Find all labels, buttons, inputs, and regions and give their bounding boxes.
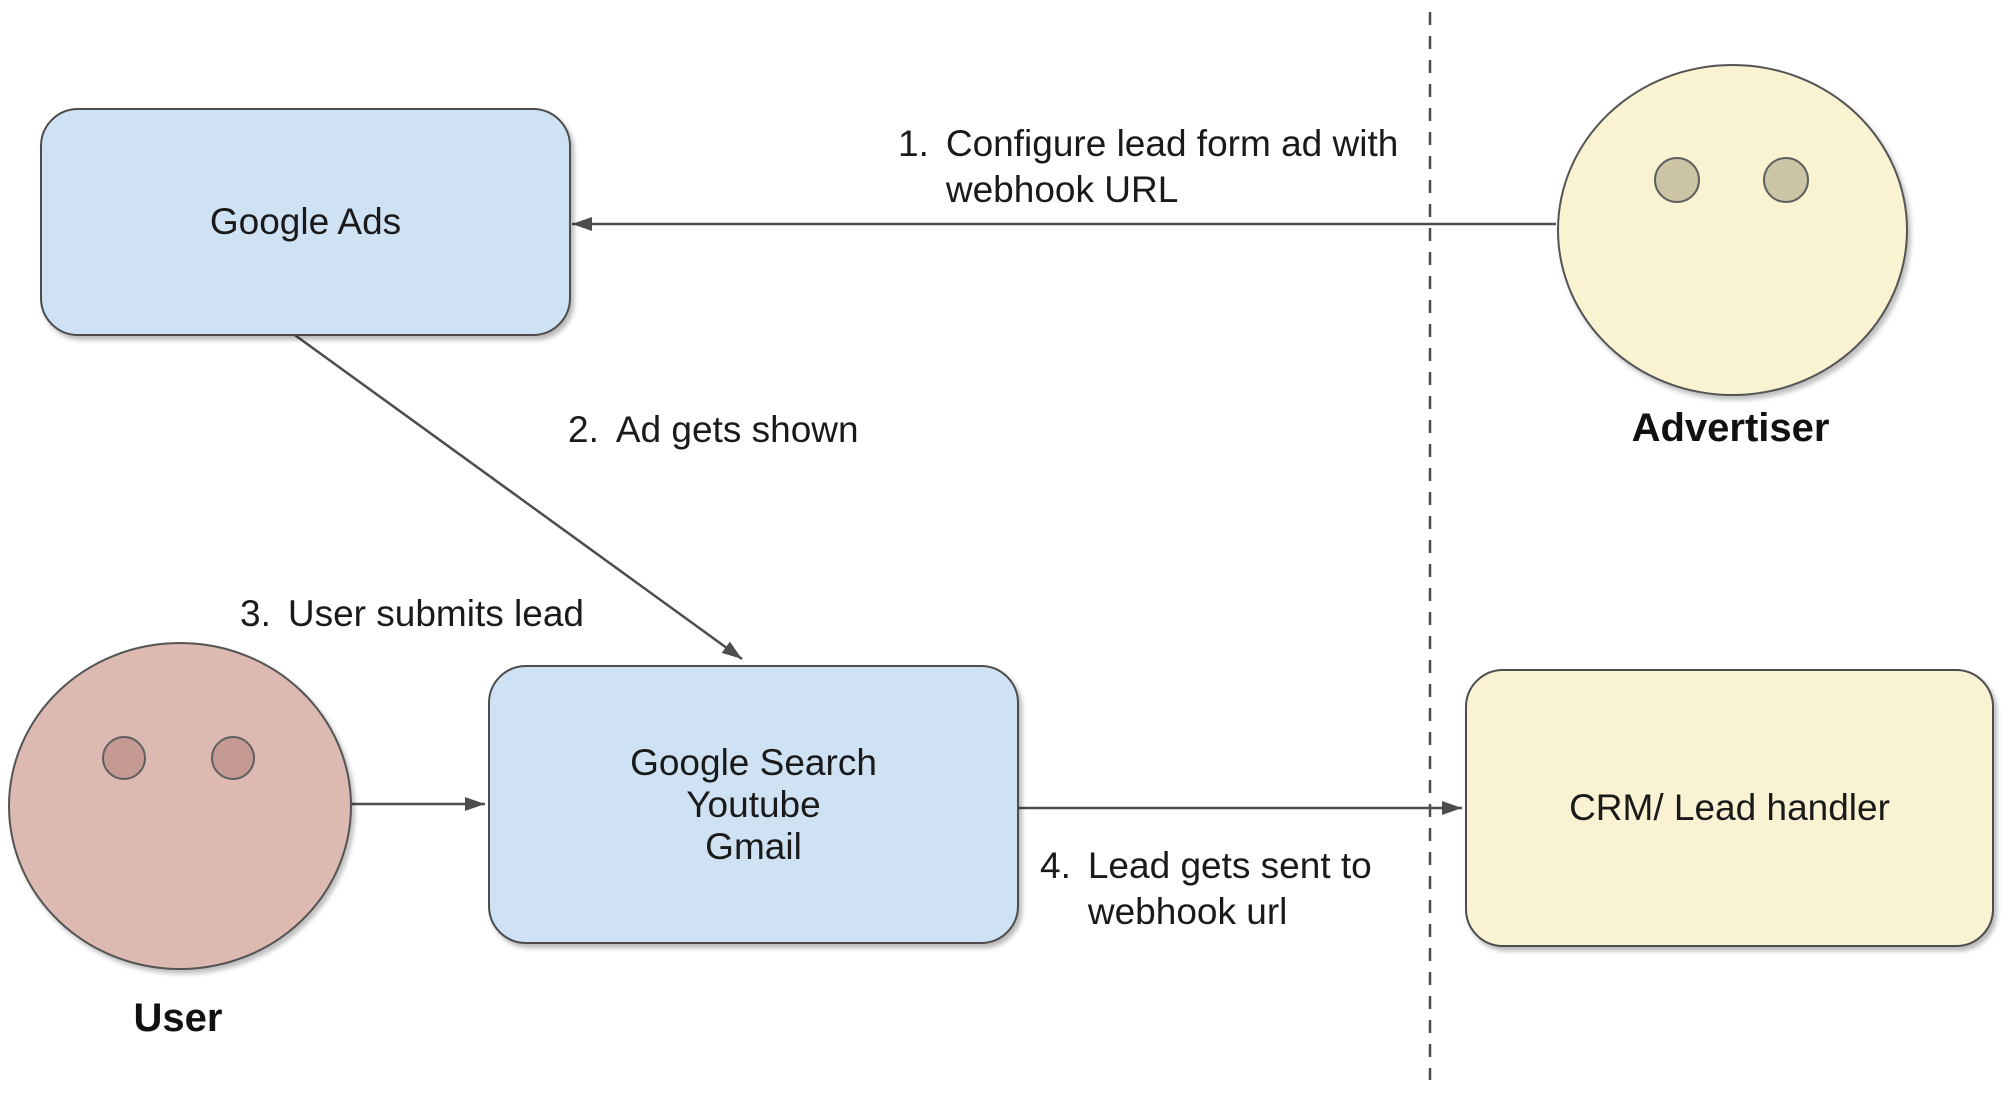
user-eye-left-icon (102, 736, 146, 780)
advertiser-eye-right-icon (1763, 157, 1809, 203)
crm-lead-handler-box: CRM/ Lead handler (1465, 669, 1994, 947)
advertiser-label: Advertiser (1631, 406, 1830, 450)
step-3-text: User submits lead (287, 593, 584, 634)
step-1-number: 1. (898, 123, 929, 164)
advertiser-eye-left-icon (1654, 157, 1700, 203)
user-face-icon (8, 642, 352, 970)
step-4-text: Lead gets sent to webhook url (1087, 845, 1372, 932)
user-eye-right-icon (211, 736, 255, 780)
step-1-annotation: 1. Configure lead form ad with webhook U… (898, 121, 1398, 213)
arrow-ad-gets-shown (291, 331, 743, 661)
step-2-annotation: 2. Ad gets shown (568, 407, 859, 453)
google-ads-box: Google Ads (40, 108, 571, 336)
step-1-text: Configure lead form ad with webhook URL (945, 123, 1399, 210)
step-4-number: 4. (1040, 845, 1071, 886)
step-3-annotation: 3. User submits lead (240, 591, 584, 637)
google-ads-label: Google Ads (209, 201, 402, 242)
google-platforms-box: Google Search Youtube Gmail (488, 665, 1019, 944)
advertiser-face-icon (1557, 64, 1908, 396)
google-platforms-label: Google Search Youtube Gmail (630, 741, 877, 867)
crm-lead-handler-label: CRM/ Lead handler (1569, 787, 1890, 828)
step-2-text: Ad gets shown (615, 409, 859, 450)
step-3-number: 3. (240, 593, 271, 634)
user-label: User (133, 996, 223, 1040)
step-2-number: 2. (568, 409, 599, 450)
step-4-annotation: 4. Lead gets sent to webhook url (1040, 843, 1372, 935)
